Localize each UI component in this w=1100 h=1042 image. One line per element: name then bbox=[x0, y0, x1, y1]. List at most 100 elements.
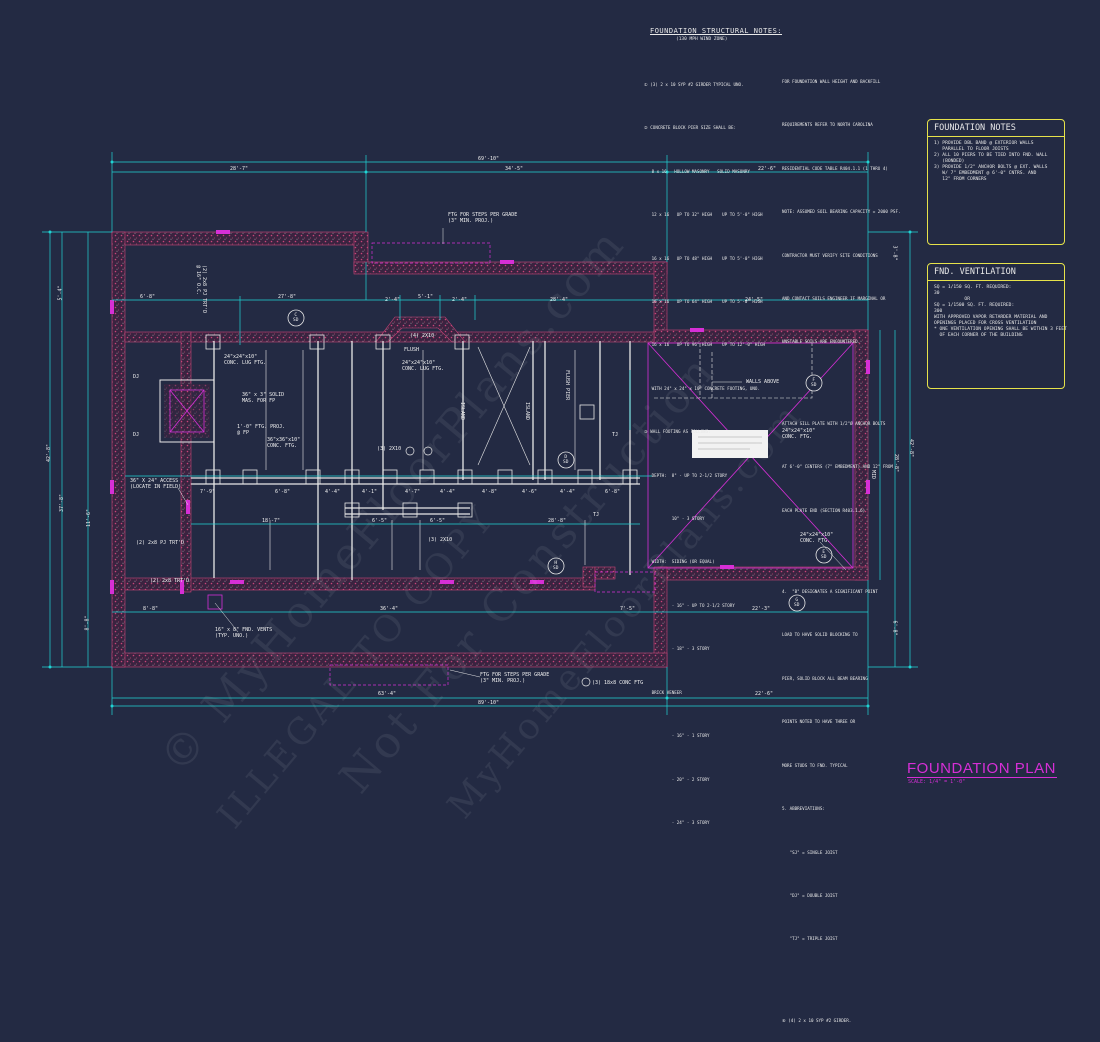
note-line: 12 x 16 UP TO 32" HIGH UP TO 5'-0" HIGH bbox=[644, 212, 763, 218]
note-line: WITH 24" x 24" x 10" CONCRETE FOOTING, U… bbox=[644, 385, 760, 391]
callout-pj-a: (2) 2x8 PJ TRT'D @ 16" O.C. bbox=[195, 265, 207, 314]
callout-conc-ftg-r1: 24"x24"x10" CONC. FTG. bbox=[782, 428, 816, 440]
note-line: - 24" - 3 STORY bbox=[644, 819, 710, 825]
dim-lower-c: 22'-3" bbox=[752, 606, 771, 612]
note-line: "SJ" = SINGLE JOIST bbox=[782, 849, 838, 855]
callout-circles bbox=[405, 446, 591, 687]
dim-lower-b: 7'-5" bbox=[620, 606, 636, 612]
foundation-notes-body: 1) PROVIDE DBL BAND @ EXTERIOR WALLS PAR… bbox=[928, 137, 1064, 187]
dim-bottom-right: 22'-6" bbox=[755, 691, 774, 697]
note-line: 4. "B" DESIGNATES A SIGNIFICANT POINT bbox=[782, 589, 878, 595]
drawing-scale: SCALE: 1/4" = 1'-0" bbox=[908, 779, 966, 785]
dim-row1: 4'-1" bbox=[362, 489, 378, 495]
callout-conc-ftg-36: 36"x36"x10" CONC. FTG. bbox=[267, 437, 301, 449]
dim-inner-a: 27'-8" bbox=[278, 294, 297, 300]
callout-mid: MID bbox=[870, 470, 876, 480]
step-footings bbox=[329, 242, 656, 686]
note-line: UNSTABLE SOILS ARE ENCOUNTERED. bbox=[782, 339, 861, 345]
dim-lower-a: 36'-4" bbox=[380, 606, 399, 612]
dim-right-a: 42'-8" bbox=[908, 438, 915, 458]
note-line: MORE STUDS TO FND. TYPICAL bbox=[782, 762, 848, 768]
dimension-ticks bbox=[48, 160, 912, 708]
callout-dj: DJ bbox=[133, 374, 140, 380]
note-line: RESIDENTIAL CODE TABLE R404.1.1 (1 THRU … bbox=[782, 165, 888, 171]
note-line: 16 x 16 UP TO 96" HIGH UP TO 12'-0" HIGH bbox=[644, 342, 766, 348]
note-line: 12" FROM CORNERS bbox=[934, 177, 987, 182]
section-marker-g: G SD bbox=[794, 598, 800, 608]
drawing-title: FOUNDATION PLAN bbox=[907, 760, 1056, 777]
dim-right-d: 6'-8" bbox=[891, 620, 898, 636]
note-line: 16 x 16 UP TO 48" HIGH UP TO 5'-0" HIGH bbox=[644, 255, 763, 261]
note-line: EACH PLATE END (SECTION R403.1.6) bbox=[782, 507, 866, 513]
section-marker-d: D SD bbox=[563, 455, 569, 465]
leader-lines bbox=[177, 228, 847, 678]
section-markers bbox=[287, 309, 833, 612]
dim-row1: 4'-8" bbox=[482, 489, 498, 495]
dim-row2: 28'-8" bbox=[548, 518, 567, 524]
note-line: - 16" - UP TO 2-1/2 STORY bbox=[644, 602, 735, 608]
dim-lower-d: 8'-8" bbox=[143, 606, 159, 612]
note-line: LOAD TO HAVE SOLID BLOCKING TO bbox=[782, 632, 858, 638]
note-line: FOR FOUNDATION WALL HEIGHT AND BACKFILL bbox=[782, 79, 881, 84]
callout-flush: FLUSH bbox=[404, 347, 420, 353]
ventilation-title: FND. VENTILATION bbox=[928, 264, 1064, 281]
dim-bottom-overall: 89'-10" bbox=[478, 700, 500, 706]
garage-label-box bbox=[692, 430, 768, 458]
note-line: W/ 7" EMBEDMENT @ 6'-0" CNTRS. AND bbox=[934, 171, 1037, 176]
foundation-notes-title: FOUNDATION NOTES bbox=[928, 120, 1064, 137]
dim-row1: 7'-9" bbox=[200, 489, 216, 495]
note-line: 8 x 16 HOLLOW MASONRY SOLID MASONRY bbox=[644, 168, 750, 174]
callout-girder-c: (3) 2X10 bbox=[428, 537, 453, 543]
note-line: AT 6'-0" CENTERS (7" EMBEDMENT) AND 12" … bbox=[782, 464, 893, 470]
dim-inner-d: 6'-8" bbox=[140, 294, 156, 300]
dim-row1: 4'-4" bbox=[440, 489, 456, 495]
dim-left-c: 5'-4" bbox=[57, 285, 64, 301]
dim-row1: 4'-6" bbox=[522, 489, 538, 495]
section-marker-e: E SD bbox=[821, 550, 827, 560]
dim-row2: 6'-5" bbox=[372, 518, 388, 524]
dim-row1: 4'-4" bbox=[560, 489, 576, 495]
dim-row1: 6'-8" bbox=[605, 489, 621, 495]
foundation-plan-drawing bbox=[42, 152, 918, 715]
note-line: OPENINGS PLACED FOR CROSS VENTILATION bbox=[934, 321, 1037, 326]
callout-island-2: ISLAND bbox=[524, 402, 530, 421]
note-line: NOTE: ASSUMED SOIL BEARING CAPACITY = 20… bbox=[782, 209, 901, 215]
foundation-notes-box: FOUNDATION NOTES 1) PROVIDE DBL BAND @ E… bbox=[927, 119, 1065, 245]
girders bbox=[191, 341, 640, 580]
note-line: * ONE VENTILATION OPENING SHALL BE WITHI… bbox=[934, 327, 1067, 332]
dim-left-a: 42'-8" bbox=[46, 443, 53, 463]
note-line: POINTS NOTED TO HAVE THREE OR bbox=[782, 719, 856, 725]
dim-bottom-left: 63'-4" bbox=[378, 691, 397, 697]
dim-right-c: 3'-8" bbox=[891, 245, 898, 261]
callout-conc-lug-2: 24"x24"x10" CONC. LUG FTG. bbox=[402, 360, 445, 372]
callout-conc-ftg-r2: 24"x24"x10" CONC. FTG. bbox=[800, 532, 834, 544]
dim-row1: 4'-7" bbox=[405, 489, 421, 495]
callout-dj: DJ bbox=[133, 432, 140, 438]
note-line: "TJ" = TRIPLE JOIST bbox=[782, 936, 838, 942]
callout-girder-a: (4) 2X10 bbox=[410, 333, 435, 339]
dim-top-mid: 34'-5" bbox=[505, 166, 524, 172]
note-line: - 16" - 1 STORY bbox=[644, 733, 710, 739]
note-line: WITH APPROVED VAPOR RETARDER MATERIAL AN… bbox=[934, 315, 1048, 320]
structural-notes-subtitle: (130 MPH WIND ZONE) bbox=[676, 37, 728, 42]
note-line: CONTRACTOR MUST VERIFY SITE CONDITIONS bbox=[782, 252, 878, 258]
note-line: 1) PROVIDE DBL BAND @ EXTERIOR WALLS bbox=[934, 141, 1034, 146]
note-line: AND CONTACT SOILS ENGINEER IF MARGINAL O… bbox=[782, 296, 886, 302]
note-line: ⑥ (4) 2 x 10 SYP #2 GIRDER. bbox=[782, 1017, 852, 1023]
dim-row1: 6'-8" bbox=[275, 489, 291, 495]
note-line: 10" - 3 STORY bbox=[644, 516, 705, 522]
callout-conc-lug-1: 24"x24"x10" CONC. LUG FTG. bbox=[224, 354, 267, 366]
callout-solid-mas: 36" x 3" SOLID MAS. FOR FP bbox=[242, 392, 285, 404]
note-line: BRICK VENEER bbox=[644, 689, 682, 695]
callout-pj-b: (2) 2x8 PJ TRT'D bbox=[136, 540, 185, 546]
dim-row2: 18'-7" bbox=[262, 518, 281, 524]
dim-inner-b: 28'-4" bbox=[550, 297, 569, 303]
title-underline bbox=[907, 777, 1057, 778]
callout-access: 36" X 24" ACCESS (LOCATE IN FIELD) bbox=[130, 478, 182, 490]
callout-girder-b: (3) 2X10 bbox=[377, 446, 402, 452]
note-line: - 18" - 3 STORY bbox=[644, 646, 710, 652]
callout-tj: TJ bbox=[612, 432, 619, 438]
note-line: "DJ" = DOUBLE JOIST bbox=[782, 892, 838, 898]
dim-inner-c: 24'-5" bbox=[745, 297, 764, 303]
